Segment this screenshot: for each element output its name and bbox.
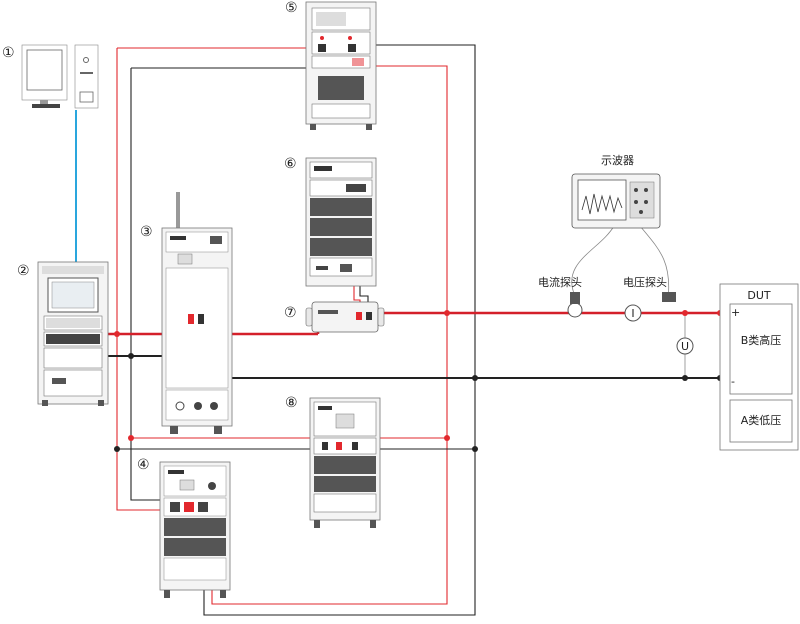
current-meter-label: I [631,307,634,320]
voltage-probe-label: 电压探头 [623,276,667,289]
oscilloscope [571,173,661,229]
cabinet-6 [305,157,377,287]
current-probe-label: 电流探头 [538,275,582,289]
black-main-3-to-dut [201,330,720,379]
cabinet-3 [161,192,233,434]
cabinet-4 [159,461,231,598]
dut-label: DUT [747,289,771,302]
label-n5: ⑤ [285,0,298,16]
label-n7: ⑦ [284,305,297,321]
sensor-box-7 [305,301,385,333]
voltage-meter-label: U [681,340,689,353]
dut-minus-terminal: - [731,375,735,388]
voltage-meter: U [676,337,694,355]
cabinet-8 [309,397,381,528]
dut-b-class-block [729,303,793,395]
label-n3: ③ [140,224,153,240]
black-wire-top-5 [131,40,334,69]
voltage-probe-cable [639,225,670,301]
current-probe [567,292,583,318]
cabinet-5 [305,1,377,130]
label-n2: ② [17,263,30,279]
dut-a-class-label: A类低压 [741,413,782,427]
black-wire-left-vertical [130,68,166,501]
pc-workstation [21,44,99,109]
labels: ① ② ③ ④ ⑤ ⑥ ⑦ ⑧ 示波器 电流探头 电压探头 [2,0,667,473]
red-wire-left-vertical [116,48,166,511]
dut-b-class-label: B类高压 [741,333,782,347]
label-n1: ① [2,45,15,61]
dut-a-class-block [729,399,793,443]
oscilloscope-label: 示波器 [601,154,634,167]
dut: DUT B类高压 + - A类低压 [719,283,799,451]
label-n8: ⑧ [285,395,298,411]
voltage-probe [662,292,676,302]
cabinet-2 [37,261,109,406]
dut-plus-terminal: + [731,306,740,319]
label-n4: ④ [137,457,150,473]
current-probe-cable [571,225,615,297]
label-n6: ⑥ [284,156,297,172]
current-meter: I [624,304,642,322]
